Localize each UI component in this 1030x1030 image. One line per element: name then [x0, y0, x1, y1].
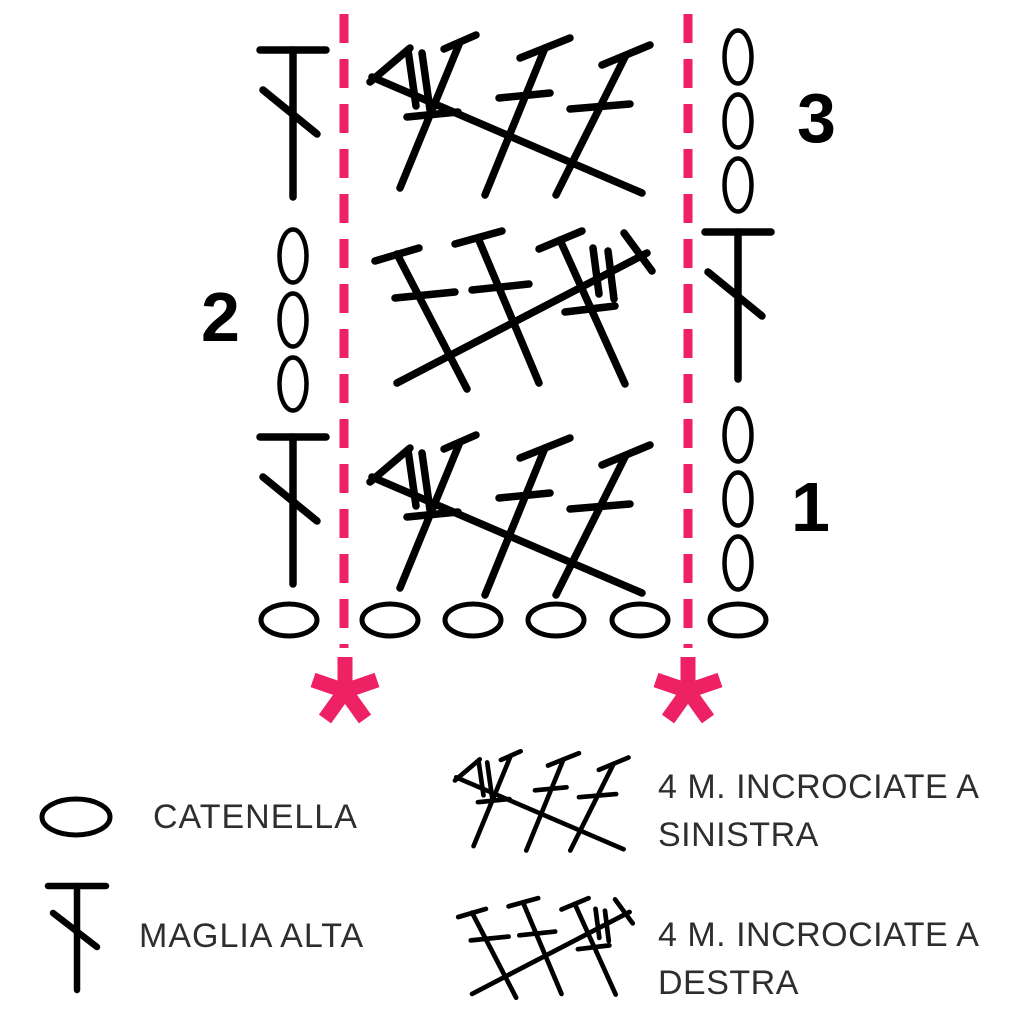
- legend-label-incrociate-destra: 4 M. INCROCIATE A DESTRA: [658, 916, 978, 1002]
- legend-cross-left-icon: [455, 751, 629, 850]
- legend-label-maglia-alta: MAGLIA ALTA: [139, 917, 365, 955]
- crossed-stitches-right-icon-row2: [375, 231, 652, 389]
- chain-stitch-icon: [359, 601, 421, 639]
- repeat-marker-asterisk-left: [313, 657, 377, 719]
- turning-chains-icon-row2-left: [280, 230, 307, 411]
- double-crochet-icon-row2-right: [705, 232, 771, 379]
- double-crochet-icon-row3-left: [260, 50, 326, 197]
- row-number-1: 1: [791, 468, 830, 546]
- chain-stitch-icon: [609, 601, 671, 639]
- double-crochet-icon-row1-left: [260, 437, 326, 584]
- crossed-stitches-left-icon-row3: [370, 35, 650, 195]
- chain-stitch-icon: [525, 601, 587, 639]
- legend-cross-right-icon: [458, 898, 633, 998]
- legend-label-incrociate-sinistra: 4 M. INCROCIATE A SINISTRA: [658, 768, 978, 854]
- chain-stitch-icon: [442, 601, 504, 639]
- turning-chains-icon-row3-right: [725, 31, 752, 212]
- row-number-2: 2: [201, 278, 240, 356]
- legend-label-catenella: CATENELLA: [153, 798, 358, 836]
- repeat-marker-asterisk-right: [656, 657, 720, 719]
- row-number-3: 3: [797, 79, 836, 157]
- legend-chain-icon: [39, 796, 113, 838]
- crossed-stitches-left-icon-row1: [370, 435, 650, 595]
- legend-double-crochet-icon: [48, 886, 106, 990]
- chain-stitch-icon: [258, 601, 320, 639]
- chain-stitch-icon: [707, 601, 769, 639]
- foundation-chain-row: [258, 601, 769, 639]
- turning-chains-icon-row1-right: [725, 409, 752, 590]
